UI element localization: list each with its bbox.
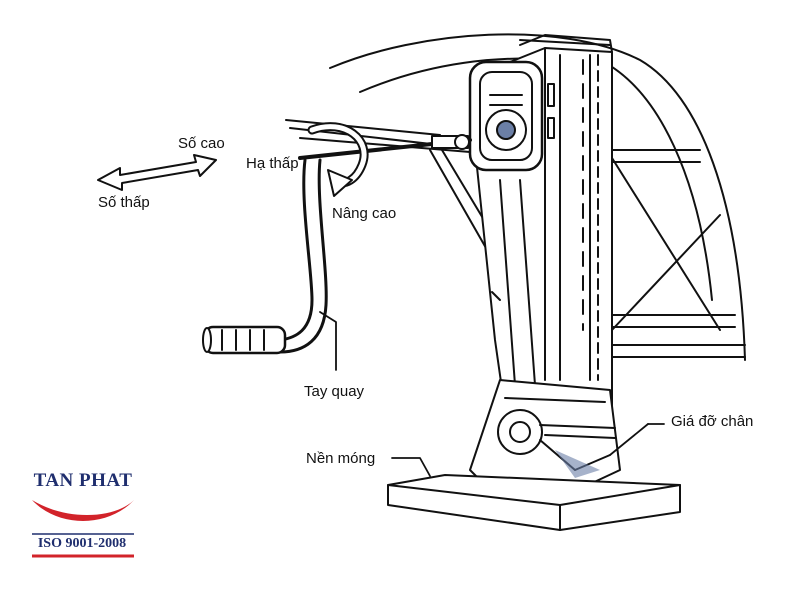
label-foot-bracket: Giá đỡ chân — [671, 413, 754, 430]
gear-shift-arrow-icon — [97, 154, 217, 191]
rotation-arrow-icon — [307, 122, 369, 197]
label-crank-handle: Tay quay — [304, 383, 365, 400]
crank-handle — [202, 158, 328, 355]
label-raise: Nâng cao — [332, 205, 397, 222]
logo-certification: ISO 9001-2008 — [37, 536, 127, 551]
leader-lines — [319, 311, 665, 477]
landing-leg-column — [468, 34, 613, 419]
label-base: Nền móng — [306, 450, 376, 467]
logo-swoosh-icon — [32, 500, 134, 535]
label-lower: Hạ thấp — [246, 155, 299, 172]
logo-name: TAN PHAT — [33, 470, 133, 491]
base-plate — [387, 474, 681, 531]
drive-shaft — [298, 134, 472, 160]
foot-bracket — [469, 379, 621, 499]
logo-underline — [32, 554, 134, 558]
label-high-gear: Số cao — [178, 135, 225, 152]
label-low-gear: Số thấp — [98, 194, 150, 211]
company-logo: TAN PHAT ISO 9001-2008 — [28, 470, 138, 566]
